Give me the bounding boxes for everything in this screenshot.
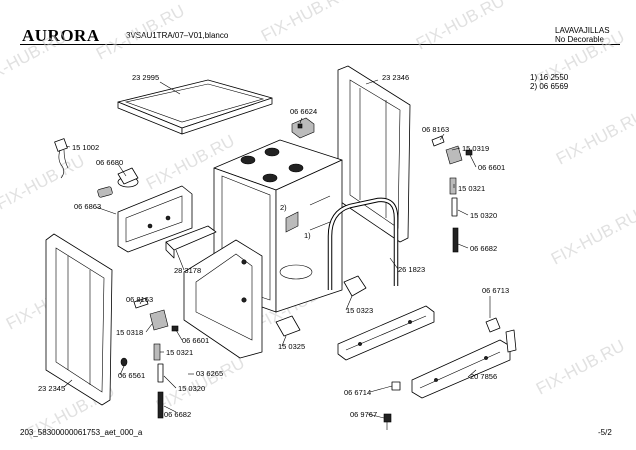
page-number: -5/2	[598, 428, 612, 437]
callout-label: 23 2995	[132, 73, 159, 82]
cable-connector	[54, 138, 69, 179]
watermark: FIX-HUB.RU	[533, 336, 628, 398]
basket-rail	[327, 197, 399, 290]
watermark: FIX-HUB.RU	[0, 27, 70, 89]
hinge-clip	[291, 117, 315, 139]
callout-label: 06 6601	[182, 336, 209, 345]
callout-label: 06 6682	[164, 410, 191, 419]
hinge-parts-left	[120, 297, 179, 419]
callout-label: 15 0319	[462, 144, 489, 153]
callout-labels: 23 2995 23 2346 06 6624 15 1002 06 6680 …	[38, 73, 509, 419]
leader-lines	[63, 79, 491, 419]
callout-label: 15 0321	[458, 184, 485, 193]
mid-bracket	[275, 275, 367, 337]
callout-label: 23 2345	[38, 384, 65, 393]
callout-label: 06 6714	[344, 388, 371, 397]
callout-label: 06 6601	[478, 163, 505, 172]
base-rail-upper	[337, 305, 435, 361]
front-bar	[165, 225, 217, 259]
callout-label: 06 6680	[96, 158, 123, 167]
callout-label: 28 3178	[174, 266, 201, 275]
appliance-category: LAVAVAJILLAS	[555, 26, 610, 35]
base-rail-lower	[411, 317, 517, 399]
hinge-parts-right	[431, 135, 473, 253]
callout-label: 15 0323	[346, 306, 373, 315]
model-code: 3VSAU1TRA/07–V01,blanco	[126, 31, 229, 40]
inline-mark-2: 2)	[280, 203, 287, 212]
callout-label: 06 6713	[482, 286, 509, 295]
side-panel-left	[45, 233, 113, 406]
base-panel-front	[183, 239, 263, 359]
callout-label: 06 9767	[350, 410, 377, 419]
callout-label: 03 6265	[196, 369, 223, 378]
watermark: FIX-HUB.RU	[413, 0, 508, 54]
note-1: 1) 16 2550	[530, 73, 569, 82]
callout-label: 15 0320	[470, 211, 497, 220]
callout-label: 15 0325	[278, 342, 305, 351]
watermark: FIX-HUB.RU	[93, 1, 188, 63]
control-bracket	[117, 185, 193, 253]
callout-label: 06 6561	[118, 371, 145, 380]
inline-mark-1: 1)	[304, 231, 311, 240]
brand-logo: AURORA	[22, 26, 100, 45]
callout-label: 15 0318	[116, 328, 143, 337]
callout-label: 06 6863	[74, 202, 101, 211]
side-panel-right	[337, 65, 411, 243]
callout-label: 06 8163	[422, 125, 449, 134]
watermark: FIX-HUB.RU	[258, 0, 353, 46]
watermark: FIX-HUB.RU	[553, 106, 636, 168]
adjustable-foot	[383, 381, 401, 430]
note-2: 2) 06 6569	[530, 82, 569, 91]
callout-label: 26 1823	[398, 265, 425, 274]
callout-label: 06 6624	[290, 107, 317, 116]
worktop-panel	[117, 79, 273, 135]
header-rule	[20, 44, 620, 45]
callout-label: 20 7856	[470, 372, 497, 381]
callout-label: 15 0320	[178, 384, 205, 393]
callout-label: 06 6682	[470, 244, 497, 253]
callout-label: 15 0321	[166, 348, 193, 357]
callout-label: 15 1002	[72, 143, 99, 152]
callout-label: 23 2346	[382, 73, 409, 82]
callout-label: 06 8163	[126, 295, 153, 304]
doc-id: 203_58300000061753_aet_000_a	[20, 428, 143, 437]
motor-unit	[97, 167, 139, 198]
watermark: FIX-HUB.RU	[548, 206, 636, 268]
appliance-variant: No Decorable	[555, 35, 604, 44]
